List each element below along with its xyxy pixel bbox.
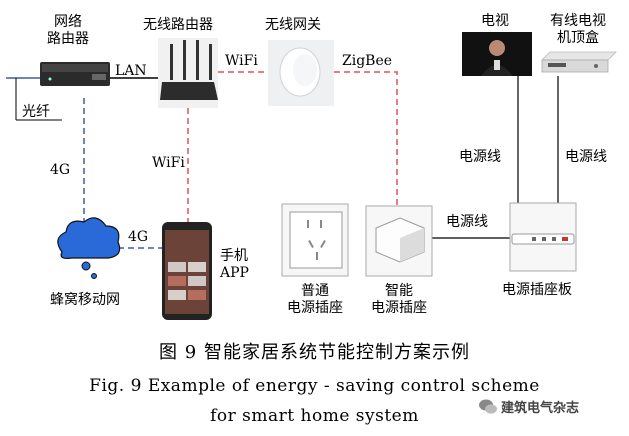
power-cord-tv-label: 电源线 — [459, 149, 501, 165]
set-top-box-label-line1: 有线电视 — [550, 13, 606, 29]
cellular-cloud-icon — [57, 217, 121, 279]
wifi-vertical-label: WiFi — [152, 155, 185, 171]
wireless-router-icon — [158, 38, 218, 108]
phone-app-label-line2: APP — [220, 265, 249, 281]
power-strip-icon — [509, 202, 577, 272]
network-router-label-line2: 路由器 — [47, 31, 89, 47]
ordinary-socket-label-line1: 普通 — [301, 283, 329, 299]
wifi-top-label: WiFi — [225, 53, 258, 69]
tv-label: 电视 — [481, 13, 509, 29]
set-top-box-icon — [541, 51, 617, 73]
phone-app-label-line1: 手机 — [220, 248, 248, 264]
lan-label: LAN — [115, 63, 147, 79]
watermark-text: 建筑电气杂志 — [501, 401, 580, 416]
tv-icon — [462, 32, 532, 76]
cellular-network-label: 蜂窝移动网 — [50, 292, 120, 308]
wireless-router-label: 无线路由器 — [143, 17, 213, 33]
zigbee-line — [334, 71, 398, 206]
wireless-gateway-label: 无线网关 — [265, 17, 321, 33]
smart-socket-label-line2: 电源插座 — [371, 300, 427, 316]
wechat-icon — [479, 399, 497, 414]
power-cord-strip-label: 电源线 — [446, 214, 488, 230]
set-top-box-label: 有线电视 机顶盒 — [538, 13, 618, 47]
power-cord-box-label: 电源线 — [565, 149, 607, 165]
network-router-label: 网络 路由器 — [38, 14, 98, 48]
network-router-icon — [40, 62, 110, 86]
fourg-cell-label: 4G — [128, 229, 149, 245]
ordinary-socket-label: 普通 电源插座 — [277, 283, 353, 317]
power-strip-label: 电源插座板 — [502, 282, 572, 298]
fourg-left-label: 4G — [50, 162, 71, 178]
figure-caption-english-line1: Fig. 9 Example of energy - saving contro… — [89, 376, 540, 396]
phone-app-label: 手机 APP — [220, 248, 249, 282]
smart-socket-icon — [365, 205, 433, 277]
watermark: 建筑电气杂志 — [478, 397, 579, 416]
fiber-label: 光纤 — [22, 104, 50, 120]
figure-caption-chinese: 图 9 智能家居系统节能控制方案示例 — [159, 342, 470, 363]
smart-socket-label-line1: 智能 — [385, 283, 413, 299]
figure-caption-english-line2: for smart home system — [210, 406, 419, 426]
energy-saving-diagram — [6, 32, 617, 320]
zigbee-label: ZigBee — [342, 53, 393, 69]
network-router-label-line1: 网络 — [54, 14, 82, 30]
wireless-gateway-icon — [268, 40, 334, 106]
ordinary-socket-icon — [281, 203, 349, 277]
set-top-box-label-line2: 机顶盒 — [557, 30, 599, 46]
ordinary-socket-label-line2: 电源插座 — [287, 300, 343, 316]
smart-socket-label: 智能 电源插座 — [361, 283, 437, 317]
fiber-line — [6, 77, 62, 121]
smartphone-icon — [162, 222, 212, 320]
